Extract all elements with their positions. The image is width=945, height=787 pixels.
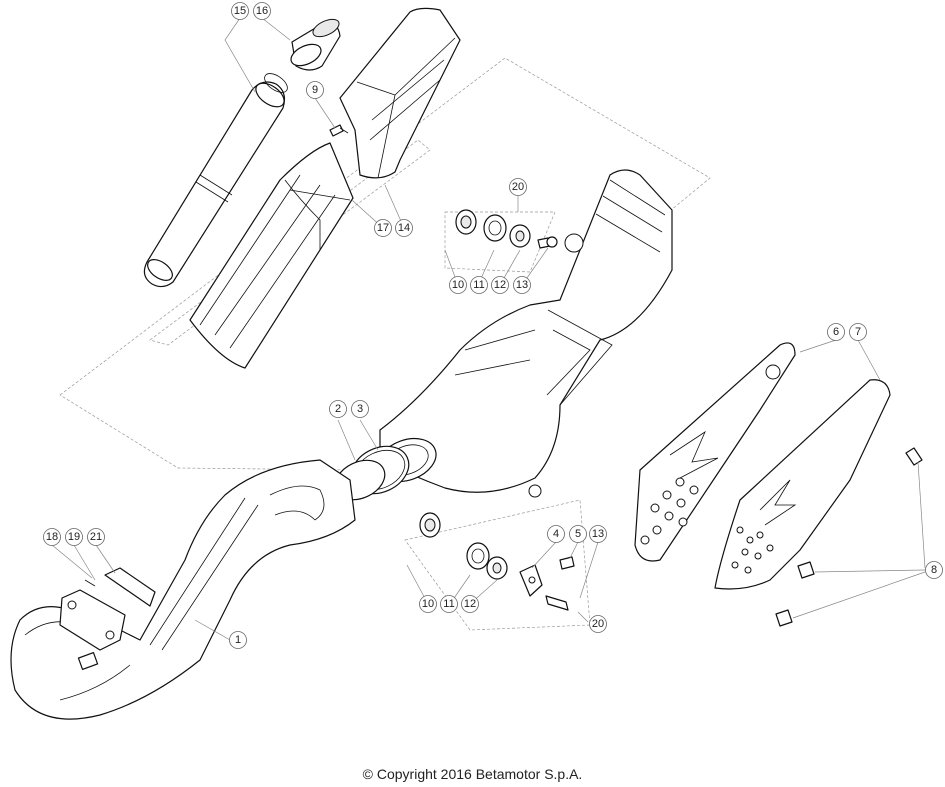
callout-5: 5 xyxy=(569,525,587,543)
svg-text:5: 5 xyxy=(575,528,581,540)
callout-13-upper: 13 xyxy=(513,276,531,294)
callout-12-lower: 12 xyxy=(461,595,479,613)
svg-text:12: 12 xyxy=(494,279,506,291)
svg-text:3: 3 xyxy=(357,403,363,415)
svg-text:10: 10 xyxy=(452,279,464,291)
svg-text:6: 6 xyxy=(833,326,839,338)
callout-12-upper: 12 xyxy=(491,276,509,294)
svg-text:20: 20 xyxy=(592,618,604,630)
protector-holes xyxy=(731,526,774,574)
callout-6: 6 xyxy=(827,323,845,341)
screws-part-8 xyxy=(775,447,923,627)
callout-11-lower: 11 xyxy=(440,595,458,613)
svg-text:7: 7 xyxy=(855,326,861,338)
callout-10-upper: 10 xyxy=(449,276,467,294)
svg-text:1: 1 xyxy=(235,634,241,646)
callout-21: 21 xyxy=(87,528,105,546)
leader-lines xyxy=(51,17,926,641)
heatshield-part-17 xyxy=(189,142,354,369)
callout-10-lower: 10 xyxy=(419,595,437,613)
callout-20-upper: 20 xyxy=(509,178,527,196)
callout-16: 16 xyxy=(253,2,271,20)
callout-18: 18 xyxy=(43,528,61,546)
callout-3: 3 xyxy=(351,400,369,418)
callout-13-lower: 13 xyxy=(589,525,607,543)
svg-text:19: 19 xyxy=(68,531,80,543)
mount-set-lower xyxy=(419,512,575,611)
callout-17: 17 xyxy=(374,219,392,237)
svg-text:20: 20 xyxy=(512,181,524,193)
svg-text:2: 2 xyxy=(335,403,341,415)
callout-2: 2 xyxy=(329,400,347,418)
callout-20-lower: 20 xyxy=(589,615,607,633)
svg-text:16: 16 xyxy=(256,5,268,17)
tube-part-15 xyxy=(143,73,288,288)
callout-1: 1 xyxy=(229,631,247,649)
callout-7: 7 xyxy=(849,323,867,341)
header-pipe-part-1 xyxy=(10,459,356,720)
svg-text:17: 17 xyxy=(377,222,389,234)
flange-parts-18-19-21 xyxy=(59,567,156,670)
silencer-body xyxy=(377,169,673,498)
svg-text:21: 21 xyxy=(90,531,102,543)
callout-11-upper: 11 xyxy=(470,276,488,294)
svg-text:18: 18 xyxy=(46,531,58,543)
mount-set-upper xyxy=(455,209,558,249)
protector-part-7 xyxy=(714,379,891,590)
callout-15: 15 xyxy=(231,2,249,20)
copyright-notice: © Copyright 2016 Betamotor S.p.A. xyxy=(362,766,583,782)
cover-part-14 xyxy=(339,7,461,179)
plate-holes xyxy=(640,477,699,545)
callout-9: 9 xyxy=(306,81,324,99)
svg-text:14: 14 xyxy=(398,222,410,234)
svg-text:4: 4 xyxy=(553,528,559,540)
svg-text:10: 10 xyxy=(422,598,434,610)
svg-text:9: 9 xyxy=(312,84,318,96)
svg-text:15: 15 xyxy=(234,5,246,17)
svg-text:8: 8 xyxy=(931,564,937,576)
svg-text:11: 11 xyxy=(473,279,484,291)
svg-text:11: 11 xyxy=(443,598,454,610)
svg-text:13: 13 xyxy=(516,279,528,291)
plate-part-6 xyxy=(634,342,796,562)
callout-8: 8 xyxy=(925,561,943,579)
svg-text:13: 13 xyxy=(592,528,604,540)
screw-part-9 xyxy=(329,124,349,137)
callout-14: 14 xyxy=(395,219,413,237)
callout-4: 4 xyxy=(547,525,565,543)
svg-text:12: 12 xyxy=(464,598,476,610)
sleeve-part-16 xyxy=(290,18,341,71)
callout-19: 19 xyxy=(65,528,83,546)
